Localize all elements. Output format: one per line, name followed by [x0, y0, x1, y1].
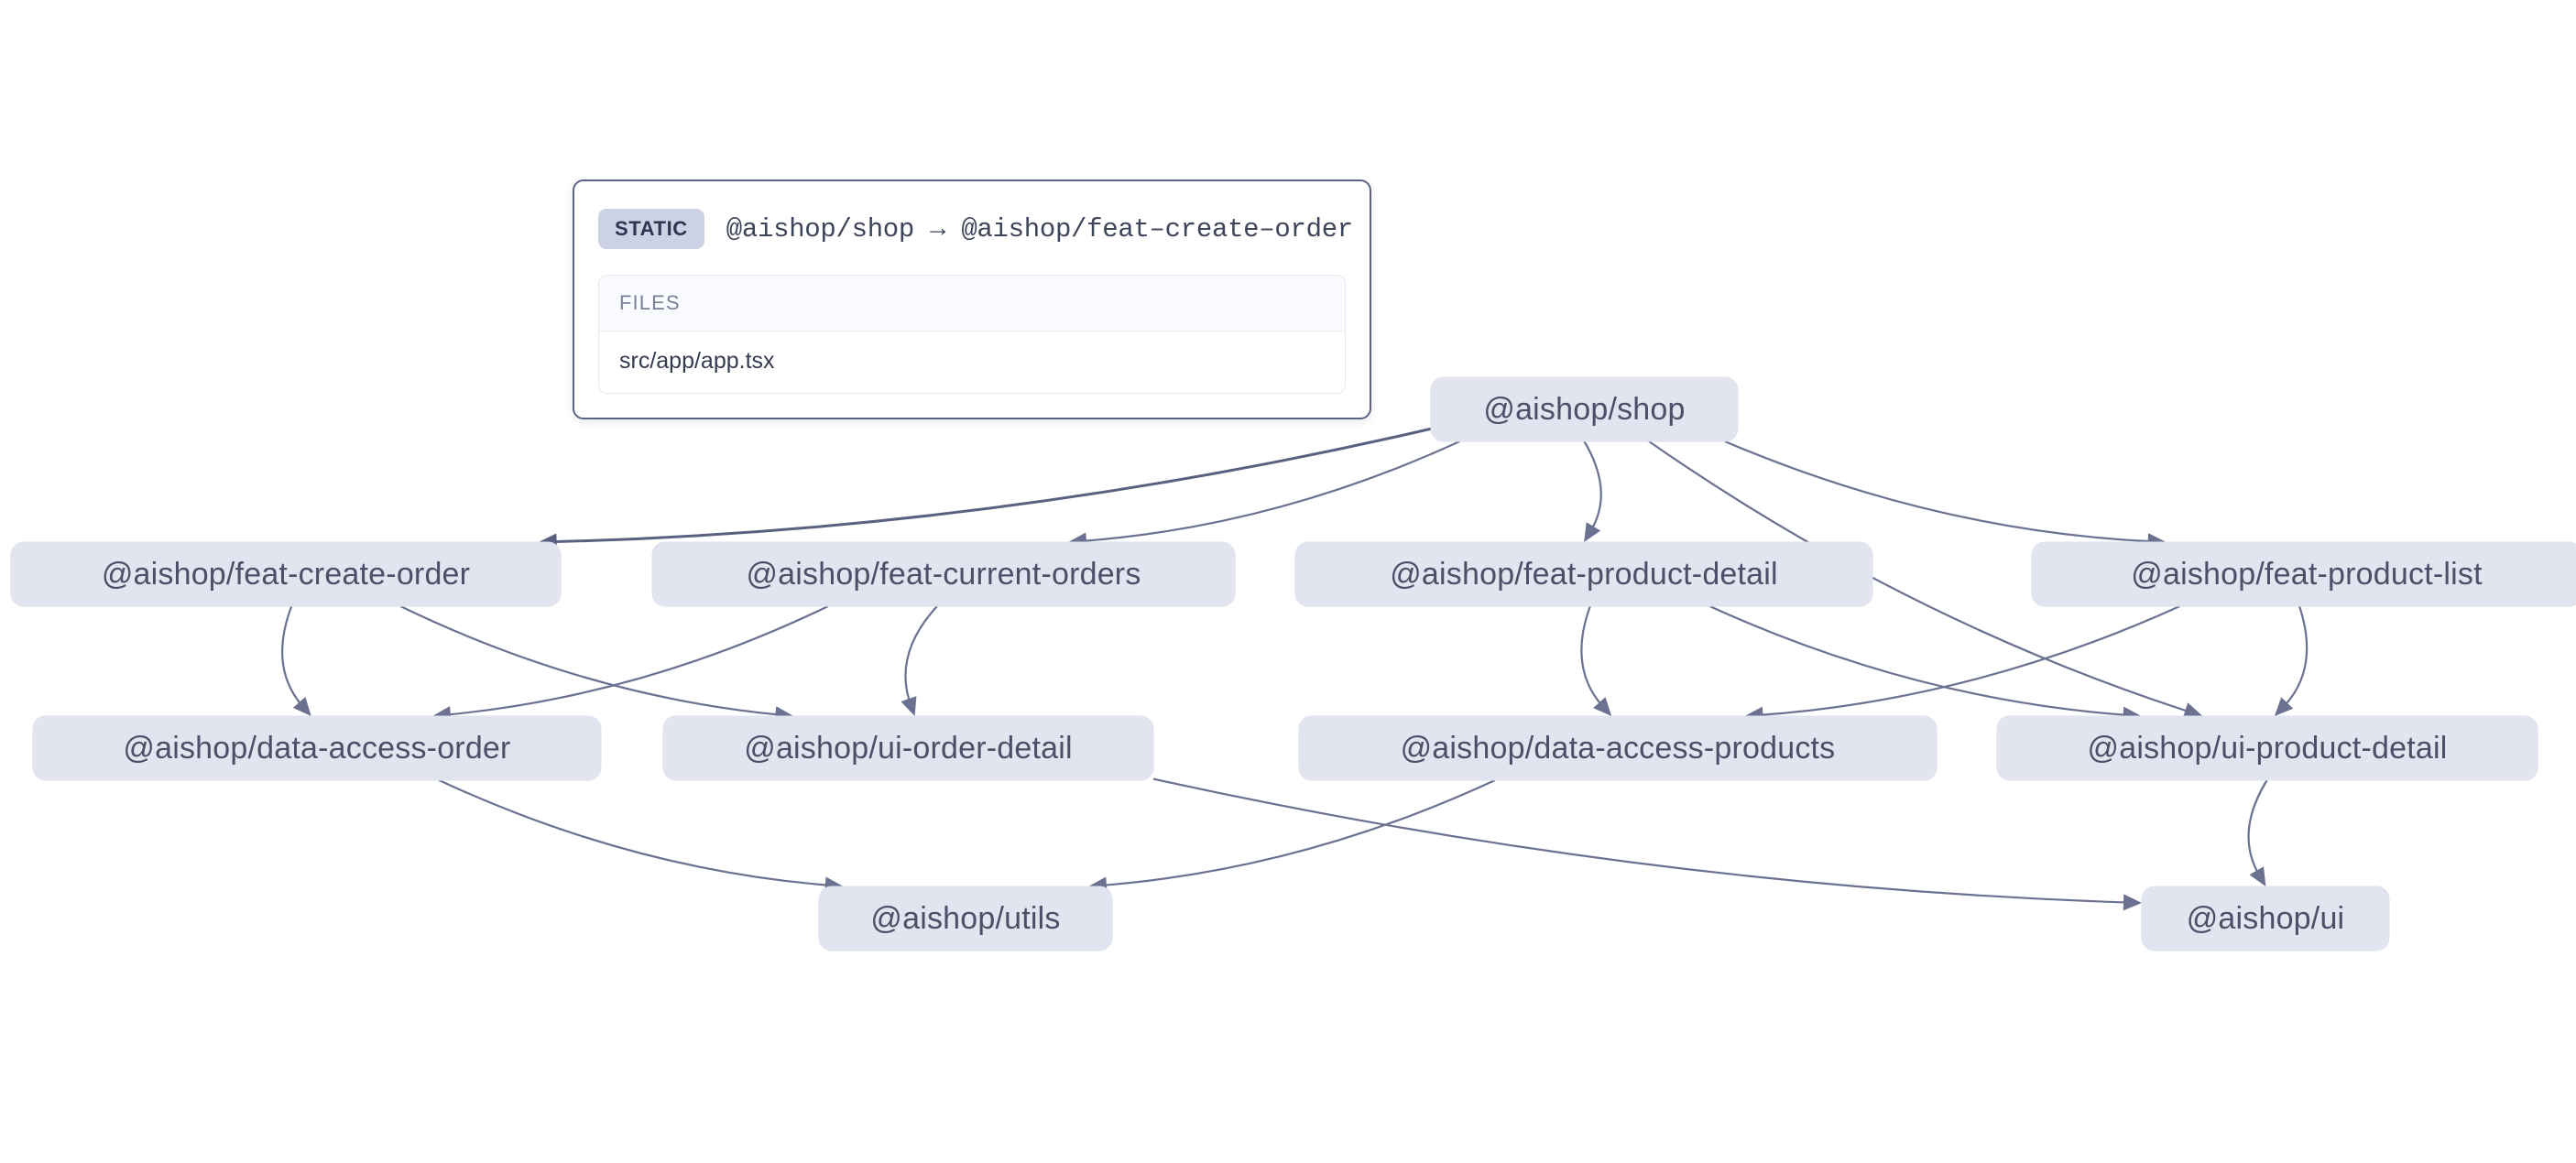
node-box[interactable] [1298, 715, 1937, 781]
graph-edge[interactable] [2282, 605, 2309, 708]
tooltip-header: STATIC @aishop/shop → @aishop/feat–creat… [598, 205, 1353, 255]
edge-arrowhead [2182, 702, 2203, 719]
node-label: @aishop/feat-create-order [102, 557, 470, 592]
node-box[interactable] [1430, 376, 1739, 442]
node-label: @aishop/shop [1483, 392, 1685, 427]
node-box[interactable] [818, 886, 1113, 951]
edge-arrowhead [2123, 894, 2142, 911]
graph-node-data-access-order[interactable]: @aishop/data-access-order [32, 715, 602, 781]
graph-node-feat-product-detail[interactable]: @aishop/feat-product-detail [1294, 541, 1873, 607]
graph-edge[interactable] [1580, 605, 1604, 708]
node-label: @aishop/feat-current-orders [746, 557, 1141, 592]
node-box[interactable] [2031, 541, 2576, 607]
node-label: @aishop/ui-order-detail [744, 731, 1073, 766]
graph-edge[interactable] [1724, 440, 2154, 543]
graph-edge[interactable] [281, 605, 304, 708]
edges-layer [281, 427, 2309, 911]
node-label: @aishop/ui [2187, 901, 2345, 936]
graph-edge[interactable] [438, 779, 831, 886]
node-box[interactable] [10, 541, 562, 607]
graph-edge[interactable] [1100, 779, 1496, 887]
nodes-layer[interactable]: @aishop/shop @aishop/feat-create-order @ai… [10, 376, 2576, 951]
node-box[interactable] [1996, 715, 2538, 781]
static-badge: STATIC [598, 209, 704, 249]
graph-edge[interactable] [1757, 604, 2180, 717]
graph-edge[interactable] [399, 605, 781, 716]
edge-arrowhead [292, 697, 311, 716]
edge-arrowhead [1584, 522, 1601, 542]
edge-arrowhead [2249, 866, 2266, 886]
node-box[interactable] [2141, 886, 2390, 951]
file-row: src/app/app.tsx [599, 332, 1345, 393]
files-list: src/app/app.tsx [599, 332, 1345, 393]
graph-edge[interactable] [2247, 779, 2268, 876]
graph-node-feat-current-orders[interactable]: @aishop/feat-current-orders [651, 541, 1236, 607]
graph-node-ui-order-detail[interactable]: @aishop/ui-order-detail [662, 715, 1154, 781]
graph-node-ui-product-detail[interactable]: @aishop/ui-product-detail [1996, 715, 2538, 781]
node-label: @aishop/ui-product-detail [2088, 731, 2448, 766]
graph-edge[interactable] [444, 605, 829, 716]
graph-edge[interactable] [1152, 777, 2130, 904]
node-label: @aishop/utils [870, 901, 1060, 936]
files-panel-header: FILES [599, 276, 1345, 332]
graph-node-ui[interactable]: @aishop/ui [2141, 886, 2390, 951]
graph-edge[interactable] [1648, 440, 2191, 713]
graph-node-feat-create-order[interactable]: @aishop/feat-create-order [10, 541, 562, 607]
node-box[interactable] [1294, 541, 1873, 607]
graph-node-data-access-products[interactable]: @aishop/data-access-products [1298, 715, 1937, 781]
node-label: @aishop/feat-product-list [2131, 557, 2483, 592]
files-panel: FILES src/app/app.tsx [598, 275, 1346, 394]
tooltip-title: @aishop/shop → @aishop/feat–create–order [726, 213, 1353, 245]
node-label: @aishop/data-access-products [1401, 731, 1836, 766]
node-box[interactable] [662, 715, 1154, 781]
edge-arrowhead [1593, 697, 1612, 716]
node-box[interactable] [651, 541, 1236, 607]
edge-detail-tooltip[interactable]: STATIC @aishop/shop → @aishop/feat–creat… [573, 179, 1371, 419]
graph-node-utils[interactable]: @aishop/utils [818, 886, 1113, 951]
graph-edge[interactable] [1708, 604, 2129, 717]
graph-node-shop[interactable]: @aishop/shop [1430, 376, 1739, 442]
node-label: @aishop/data-access-order [123, 731, 510, 766]
node-label: @aishop/feat-product-detail [1390, 557, 1778, 592]
graph-edge[interactable] [904, 605, 938, 705]
graph-edge[interactable] [1080, 440, 1460, 543]
edge-arrowhead [2274, 697, 2294, 716]
edge-arrowhead [901, 696, 917, 716]
graph-node-feat-product-list[interactable]: @aishop/feat-product-list [2031, 541, 2576, 607]
node-box[interactable] [32, 715, 602, 781]
graph-edge[interactable] [1583, 440, 1602, 532]
graph-edge[interactable] [551, 427, 1432, 544]
